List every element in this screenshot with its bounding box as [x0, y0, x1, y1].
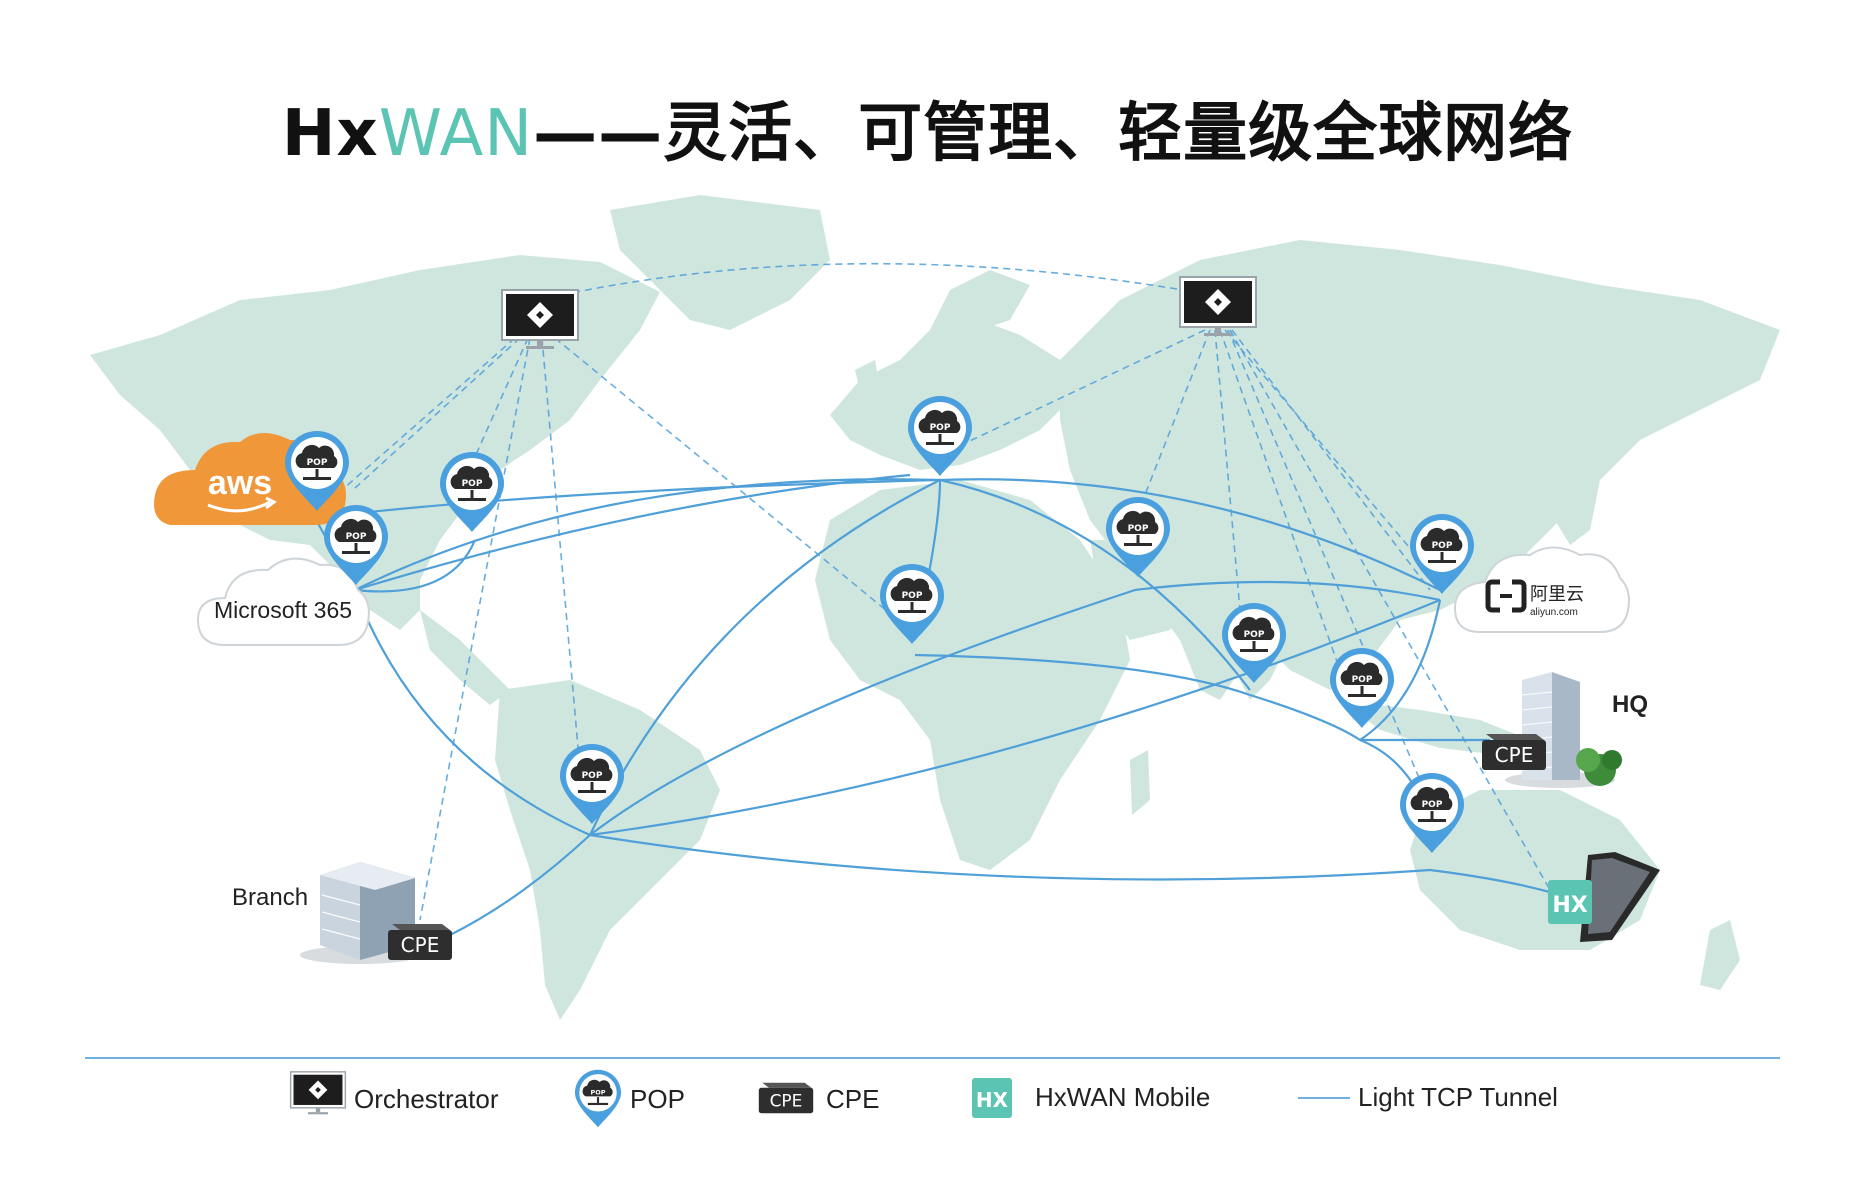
svg-text:HX: HX — [976, 1088, 1009, 1112]
hxwan-mobile: HX — [1548, 852, 1660, 942]
legend-orchestrator — [289, 1071, 347, 1116]
orchestrator-monitor-icon — [501, 289, 579, 350]
world-land — [90, 195, 1780, 1020]
orchestrator-russia — [1179, 276, 1257, 337]
microsoft-365-cloud: Microsoft 365 — [196, 557, 370, 646]
aliyun-domain: aliyun.com — [1530, 607, 1578, 618]
legend-pop-label: POP — [630, 1084, 685, 1114]
page-title: HxWAN——灵活、可管理、轻量级全球网络 — [0, 82, 1855, 174]
hxwan-mobile-icon — [972, 1078, 1012, 1118]
legend-mobile-label: HxWAN Mobile — [1035, 1082, 1210, 1112]
cpe-hq-label: CPE — [1495, 743, 1534, 767]
orchestrator-monitor-icon — [1179, 276, 1257, 337]
legend-cpe-label: CPE — [826, 1084, 879, 1114]
hq-building: HQ — [1505, 672, 1648, 788]
orchestrator-monitor-icon — [289, 1071, 347, 1116]
aliyun-label: 阿里云 — [1530, 584, 1584, 604]
svg-text:CPE: CPE — [770, 1092, 803, 1112]
aliyun-cloud: 阿里云 aliyun.com — [1453, 546, 1630, 633]
control-lines — [309, 262, 1551, 921]
cpe-hq: CPE — [1482, 734, 1546, 770]
microsoft-365-label: Microsoft 365 — [214, 597, 352, 623]
title-accent: WAN — [378, 97, 534, 171]
cpe-branch-label: CPE — [401, 933, 440, 957]
cpe-branch: CPE — [388, 924, 452, 960]
legend-pop — [574, 1069, 622, 1128]
tcp-tunnels — [314, 473, 1561, 936]
title-rest: ——灵活、可管理、轻量级全球网络 — [533, 97, 1574, 171]
legend-cpe: CPE — [758, 1082, 814, 1114]
orchestrator-north-america — [501, 289, 579, 350]
pop-pin-icon — [574, 1069, 622, 1128]
legend: Orchestrator POP CPE CPE HX HxWAN Mobile… — [289, 1069, 1558, 1128]
legend-tunnel-label: Light TCP Tunnel — [1358, 1082, 1558, 1112]
aws-logo-text: aws — [208, 464, 272, 502]
title-prefix: Hx — [281, 97, 379, 171]
legend-orchestrator-label: Orchestrator — [354, 1084, 499, 1114]
branch-label: Branch — [232, 884, 308, 911]
hq-label: HQ — [1612, 691, 1648, 718]
hx-badge-text: HX — [1552, 893, 1587, 918]
